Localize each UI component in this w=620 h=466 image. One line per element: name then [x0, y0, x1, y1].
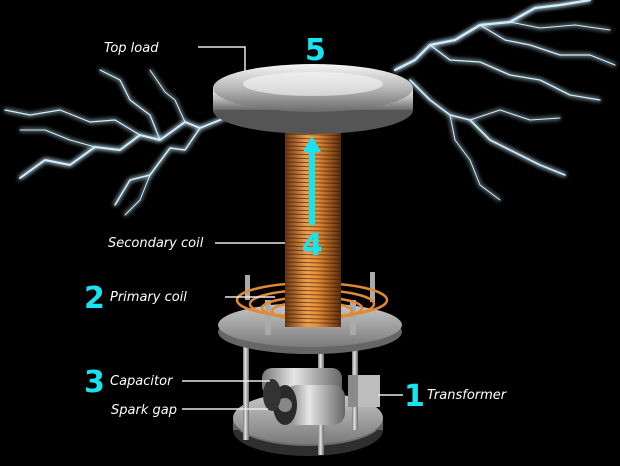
label-number-1: 1: [404, 379, 425, 414]
coil-winding: [284, 285, 342, 288]
label-primary-coil: Primary coil: [110, 290, 187, 305]
lightning-right: [393, 0, 616, 201]
label-number-4: 4: [302, 228, 323, 263]
coil-winding: [284, 293, 342, 296]
label-capacitor: Capacitor: [110, 374, 174, 389]
label-number-5: 5: [305, 33, 326, 68]
coil-winding: [284, 313, 342, 316]
coil-winding: [284, 309, 342, 312]
label-number-2: 2: [84, 281, 105, 316]
coil-winding: [284, 237, 342, 240]
transformer: [348, 375, 380, 407]
coil-winding: [284, 301, 342, 304]
label-number-3: 3: [84, 365, 105, 400]
coil-winding: [284, 133, 342, 136]
coil-winding: [284, 321, 342, 324]
coil-winding: [284, 289, 342, 292]
current-arrow-icon: [303, 136, 321, 225]
coil-winding: [284, 261, 342, 264]
top-load-leader: [198, 46, 246, 72]
coil-winding: [284, 273, 342, 276]
coil-winding: [284, 225, 342, 228]
lightning-left: [4, 69, 226, 216]
coil-winding: [284, 265, 342, 268]
coil-winding: [284, 229, 342, 232]
coil-winding: [284, 277, 342, 280]
coil-winding: [284, 233, 342, 236]
coil-winding: [284, 269, 342, 272]
label-secondary-coil: Secondary coil: [108, 236, 204, 251]
spark-gap: [263, 379, 345, 425]
coil-winding: [284, 317, 342, 320]
coil-winding: [284, 281, 342, 284]
coil-winding: [284, 241, 342, 244]
coil-winding: [284, 245, 342, 248]
coil-winding: [284, 297, 342, 300]
top-load: [213, 64, 413, 134]
coil-winding: [284, 305, 342, 308]
coil-winding: [284, 257, 342, 260]
base-assembly: [233, 330, 383, 456]
label-spark-gap: Spark gap: [111, 403, 177, 418]
label-transformer: Transformer: [427, 388, 508, 403]
coil-winding: [284, 253, 342, 256]
coil-winding: [284, 249, 342, 252]
label-top-load: Top load: [104, 41, 159, 56]
